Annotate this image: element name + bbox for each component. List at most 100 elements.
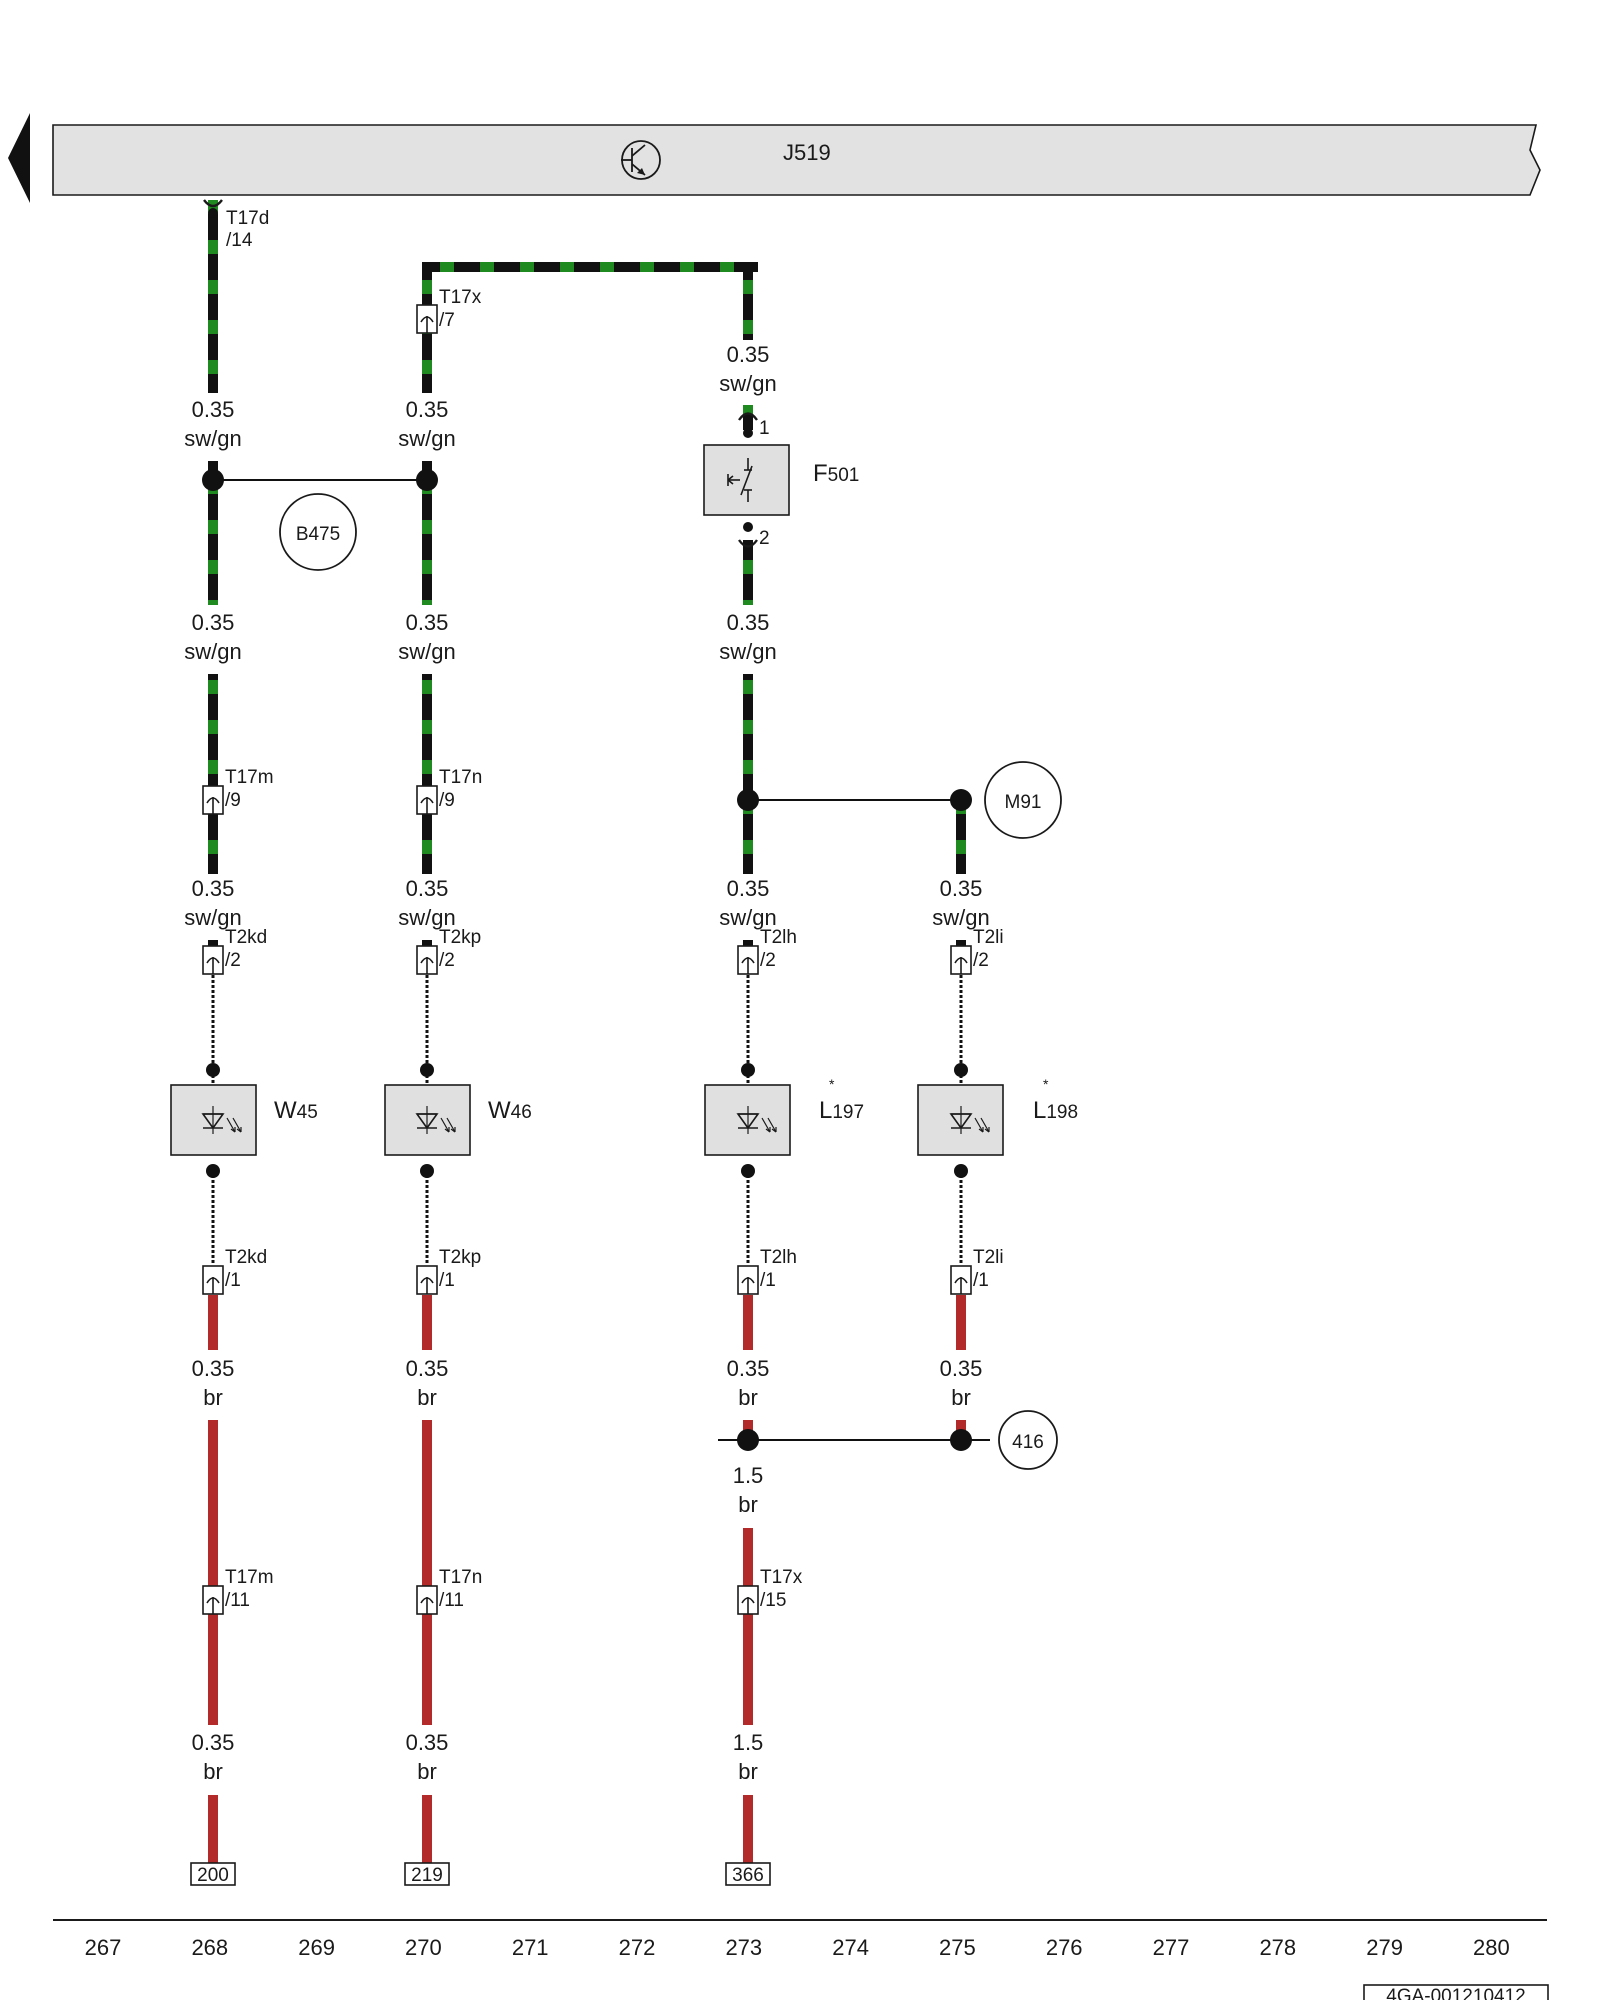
wire-label-268-2: 0.35 sw/gn	[184, 610, 241, 664]
connector-t2kd-2[interactable]: T2kd /2	[202, 927, 267, 975]
connector-pin: /7	[439, 310, 455, 331]
wire-273-br-a[interactable]	[743, 1295, 753, 1350]
connector-t2kd-1[interactable]: T2kd /1	[202, 1247, 267, 1295]
wire-268-br-c[interactable]	[208, 1795, 218, 1867]
connector-pin: /15	[760, 1590, 786, 1611]
transistor-symbol-icon	[621, 140, 661, 180]
wire-273-b[interactable]	[743, 540, 753, 605]
led-l197[interactable]: * L197	[704, 1063, 864, 1178]
svg-text:sw/gn: sw/gn	[398, 639, 455, 664]
connector-name: T17x	[439, 287, 482, 308]
continuation-ref-366[interactable]: 366	[725, 1862, 771, 1886]
svg-text:1.5: 1.5	[733, 1730, 764, 1755]
wire-270-br-c[interactable]	[422, 1795, 432, 1867]
wires-sw-gn	[208, 200, 966, 946]
wire-268-b[interactable]	[208, 461, 218, 605]
wire-268-c[interactable]	[208, 674, 218, 874]
splice-m91[interactable]: M91	[984, 761, 1062, 839]
led-l198[interactable]: * L198	[917, 1063, 1078, 1178]
connector-t17n-9[interactable]: T17n /9	[416, 767, 482, 815]
wire-270-b[interactable]	[422, 461, 432, 605]
track-number: 272	[619, 1935, 656, 1960]
connector-t2lh-1[interactable]: T2lh /1	[737, 1247, 797, 1295]
f501-label: F501	[813, 460, 859, 487]
left-arrow-icon	[8, 113, 30, 203]
l197-mark: *	[829, 1076, 835, 1092]
connector-pin: /1	[760, 1270, 776, 1291]
wire-label-273-2: 0.35 sw/gn	[719, 610, 776, 664]
wire-270-br-b[interactable]	[422, 1420, 432, 1725]
connector-pin: /9	[225, 790, 241, 811]
control-unit-j519[interactable]: J519	[8, 113, 1541, 203]
svg-text:0.35: 0.35	[940, 876, 983, 901]
connector-pin: /1	[973, 1270, 989, 1291]
svg-text:sw/gn: sw/gn	[184, 639, 241, 664]
wire-label-273-3: 0.35 sw/gn	[719, 876, 776, 930]
f501-pin2: 2	[759, 528, 770, 549]
led-w45[interactable]: W45	[170, 1063, 318, 1178]
svg-text:0.35: 0.35	[406, 876, 449, 901]
connector-pin: /1	[225, 1270, 241, 1291]
connector-t17d-name: T17d	[226, 208, 269, 229]
junctions	[202, 469, 990, 1451]
connector-t2kp-1[interactable]: T2kp /1	[416, 1247, 481, 1295]
wire-top-horizontal[interactable]	[422, 262, 758, 272]
led-w46[interactable]: W46	[384, 1063, 532, 1178]
wire-275-a[interactable]	[956, 800, 966, 874]
splice-b475-label: B475	[296, 524, 340, 545]
svg-text:0.35: 0.35	[727, 342, 770, 367]
track-number: 267	[85, 1935, 122, 1960]
track-number: 277	[1153, 1935, 1190, 1960]
connector-t17m-11[interactable]: T17m /11	[202, 1567, 274, 1615]
connector-t2li-2[interactable]: T2li /2	[950, 927, 1004, 975]
switch-f501[interactable]: 1 2 F501	[703, 412, 859, 550]
svg-text:br: br	[951, 1385, 971, 1410]
svg-text:0.35: 0.35	[192, 397, 235, 422]
connector-t17x-7[interactable]: T17x /7	[416, 287, 482, 334]
svg-text:br: br	[203, 1759, 223, 1784]
track-number: 275	[939, 1935, 976, 1960]
wire-273-br-c[interactable]	[743, 1795, 753, 1867]
continuation-ref-200[interactable]: 200	[190, 1862, 236, 1886]
continuation-ref-219[interactable]: 219	[404, 1862, 450, 1886]
wire-label-270-1: 0.35 sw/gn	[398, 397, 455, 451]
wire-label-270-br-1: 0.35 br	[406, 1356, 449, 1410]
svg-text:br: br	[203, 1385, 223, 1410]
svg-text:0.35: 0.35	[406, 1356, 449, 1381]
wire-label-270-2: 0.35 sw/gn	[398, 610, 455, 664]
wire-270-c[interactable]	[422, 674, 432, 874]
wire-270-br-a[interactable]	[422, 1295, 432, 1350]
svg-text:sw/gn: sw/gn	[398, 905, 455, 930]
connector-pin: /11	[225, 1590, 250, 1611]
wire-273-a[interactable]	[743, 265, 753, 340]
wire-268-a[interactable]	[208, 200, 218, 393]
connector-t2li-1[interactable]: T2li /1	[950, 1247, 1004, 1295]
wire-273-br-b[interactable]	[743, 1528, 753, 1725]
connector-pin: /11	[439, 1590, 464, 1611]
connector-name: T17m	[225, 767, 274, 788]
connector-pin: /2	[439, 950, 455, 971]
wire-268-br-a[interactable]	[208, 1295, 218, 1350]
svg-text:sw/gn: sw/gn	[719, 639, 776, 664]
l198-mark: *	[1043, 1076, 1049, 1092]
ground-416[interactable]: 416	[998, 1410, 1058, 1470]
connector-t2lh-2[interactable]: T2lh /2	[737, 927, 797, 975]
splice-b475[interactable]: B475	[279, 493, 357, 571]
svg-text:0.35: 0.35	[406, 610, 449, 635]
connector-t17x-15[interactable]: T17x /15	[737, 1567, 803, 1615]
w46-label: W46	[488, 1097, 532, 1124]
connector-t17n-11[interactable]: T17n /11	[416, 1567, 482, 1615]
connector-t17d[interactable]: T17d /14	[203, 199, 269, 251]
track-number: 268	[191, 1935, 228, 1960]
wire-275-br-a[interactable]	[956, 1295, 966, 1350]
svg-text:0.35: 0.35	[192, 1730, 235, 1755]
document-code: 4GA-001210412	[1386, 1986, 1525, 2000]
document-code-box: 4GA-001210412	[1363, 1984, 1549, 2000]
connector-name: T17n	[439, 767, 482, 788]
connector-t17m-9[interactable]: T17m /9	[202, 767, 274, 815]
wire-268-br-b[interactable]	[208, 1420, 218, 1725]
wire-273-c[interactable]	[743, 674, 753, 874]
svg-text:1.5: 1.5	[733, 1463, 764, 1488]
connector-t2kp-2[interactable]: T2kp /2	[416, 927, 481, 975]
track-number: 280	[1473, 1935, 1510, 1960]
